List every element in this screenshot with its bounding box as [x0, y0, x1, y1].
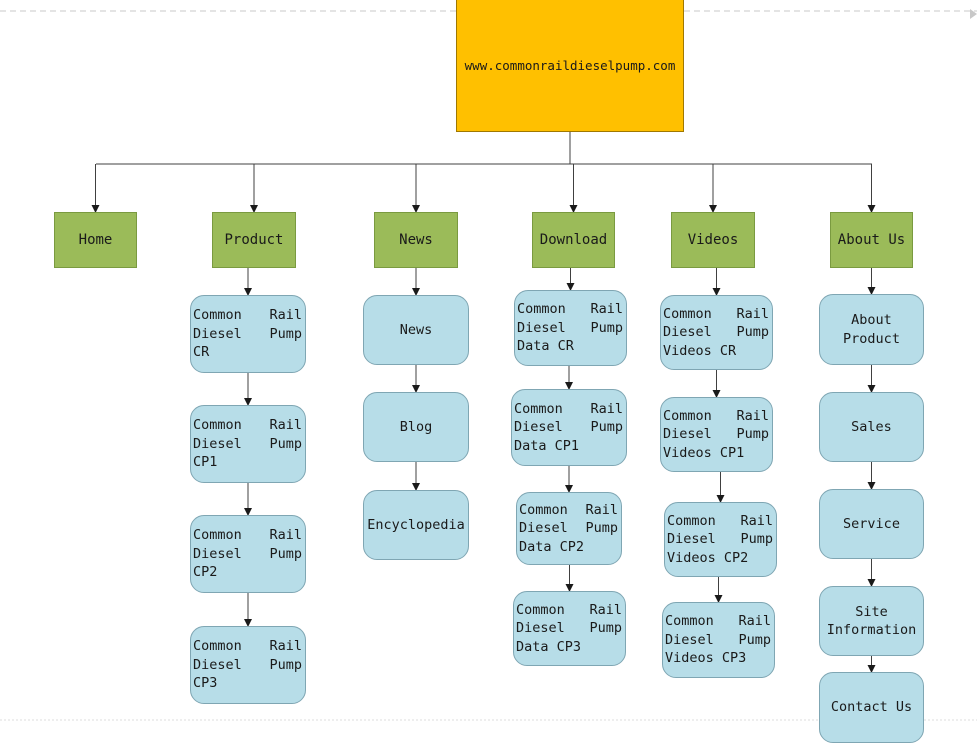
- page-node: Common Rail Diesel Pump CP3: [190, 626, 306, 704]
- page-node: Common Rail Diesel Pump Data CP3: [513, 591, 626, 666]
- page-node: Common Rail Diesel Pump Data CP2: [516, 492, 622, 565]
- page-label: Common Rail Diesel Pump Data CR: [517, 301, 623, 355]
- page-label: About Product: [843, 312, 900, 347]
- page-label: News: [399, 321, 433, 338]
- page-node: Common Rail Diesel Pump CR: [190, 295, 306, 373]
- page-label: Common Rail Diesel Pump Videos CR: [663, 305, 769, 359]
- category-label: Product: [224, 232, 284, 248]
- category-label: News: [399, 232, 433, 248]
- page-label: Site Information: [826, 603, 917, 639]
- page-node: Site Information: [819, 586, 924, 656]
- root-label: www.commonraildieselpump.com: [464, 57, 676, 73]
- page-label: Blog: [399, 418, 433, 435]
- page-node: Common Rail Diesel Pump CP1: [190, 405, 306, 483]
- page-node: About Product: [819, 294, 924, 365]
- page-label: Common Rail Diesel Pump Data CP3: [516, 601, 622, 655]
- category-node-home: Home: [54, 212, 137, 268]
- category-node-news: News: [374, 212, 458, 268]
- page-label: Encyclopedia: [367, 516, 465, 533]
- page-node: Encyclopedia: [363, 490, 469, 560]
- category-label: Home: [78, 232, 113, 248]
- page-label: Common Rail Diesel Pump Videos CP1: [663, 407, 769, 461]
- category-node-product: Product: [212, 212, 296, 268]
- category-label: Download: [539, 232, 608, 248]
- page-label: Common Rail Diesel Pump CP3: [193, 638, 302, 692]
- page-node: Common Rail Diesel Pump Videos CP3: [662, 602, 775, 678]
- category-node-download: Download: [532, 212, 615, 268]
- page-node: Common Rail Diesel Pump Data CR: [514, 290, 627, 366]
- page-label: Common Rail Diesel Pump CR: [193, 307, 302, 361]
- category-node-about-us: About Us: [830, 212, 913, 268]
- page-node: Common Rail Diesel Pump Videos CP1: [660, 397, 773, 472]
- page-marker-icon: [970, 9, 977, 19]
- page-node: Common Rail Diesel Pump Videos CR: [660, 295, 773, 370]
- page-label: Common Rail Diesel Pump Data CP2: [519, 501, 618, 555]
- page-label: Sales: [851, 418, 892, 435]
- page-node: Blog: [363, 392, 469, 462]
- page-label: Common Rail Diesel Pump CP1: [193, 417, 302, 471]
- category-node-videos: Videos: [671, 212, 755, 268]
- category-label: About Us: [837, 232, 906, 248]
- page-label: Common Rail Diesel Pump Videos CP2: [667, 512, 773, 566]
- page-node: Common Rail Diesel Pump Videos CP2: [664, 502, 777, 577]
- page-label: Common Rail Diesel Pump Videos CP3: [665, 613, 771, 667]
- page-node: Service: [819, 489, 924, 559]
- page-node: Common Rail Diesel Pump CP2: [190, 515, 306, 593]
- page-node: Sales: [819, 392, 924, 462]
- page-label: Common Rail Diesel Pump CP2: [193, 527, 302, 581]
- root-node: www.commonraildieselpump.com: [456, 0, 684, 132]
- page-node: News: [363, 295, 469, 365]
- page-label: Service: [843, 515, 900, 532]
- page-node: Common Rail Diesel Pump Data CP1: [511, 389, 627, 466]
- page-label: Contact Us: [830, 699, 913, 716]
- page-label: Common Rail Diesel Pump Data CP1: [514, 400, 623, 454]
- page-node: Contact Us: [819, 672, 924, 743]
- category-label: Videos: [687, 232, 739, 248]
